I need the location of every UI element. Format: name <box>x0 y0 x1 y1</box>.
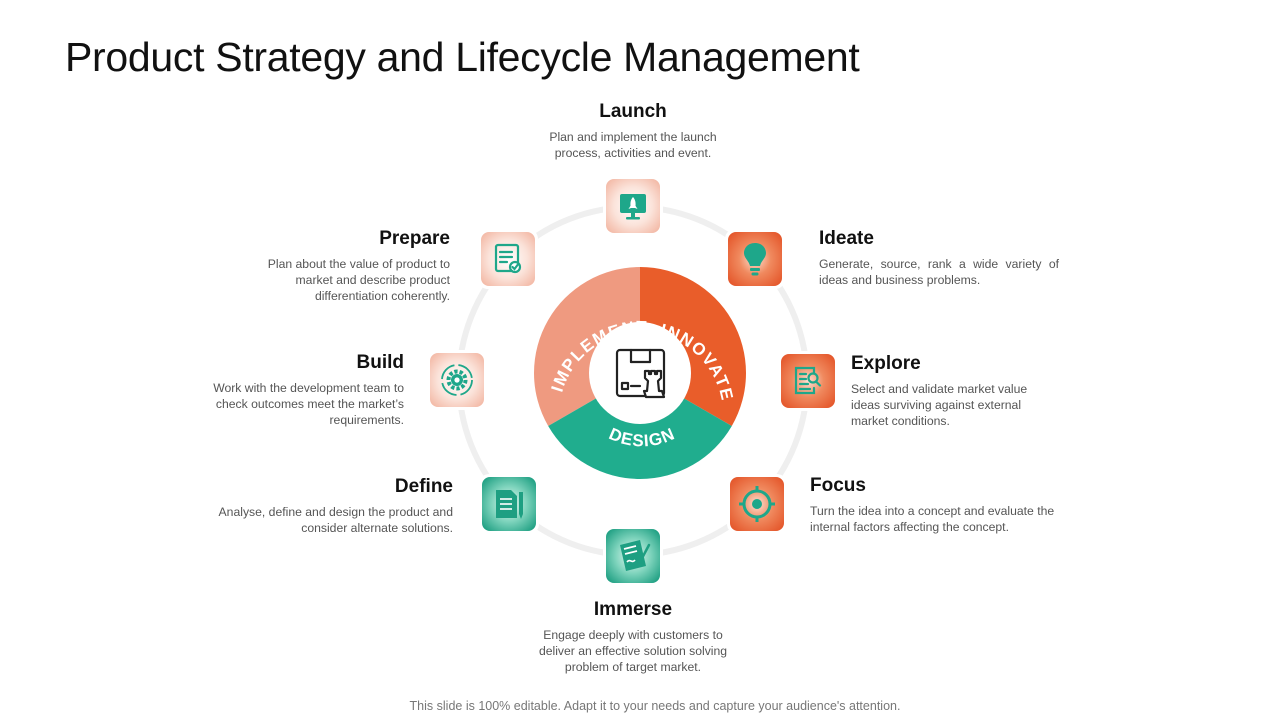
stage-define: Define Analyse, define and design the pr… <box>193 476 453 536</box>
target-icon <box>739 486 775 522</box>
build-icon-tile[interactable] <box>427 350 487 410</box>
gear-cycle-icon <box>441 364 473 396</box>
center-donut <box>533 267 747 480</box>
ideate-icon-tile[interactable] <box>725 229 785 289</box>
stage-focus: Focus Turn the idea into a concept and e… <box>810 475 1060 535</box>
stage-prepare-text: Plan about the value of product to marke… <box>267 257 450 303</box>
stage-ideate-text: Generate, source, rank a wide variety of… <box>819 257 1059 287</box>
immerse-icon-tile[interactable] <box>603 526 663 586</box>
stage-focus-text: Turn the idea into a concept and evaluat… <box>810 504 1055 534</box>
focus-icon-tile[interactable] <box>727 474 787 534</box>
stage-immerse-text: Engage deeply with customers to deliver … <box>538 628 728 674</box>
prepare-icon-tile[interactable] <box>478 229 538 289</box>
stage-launch-text: Plan and implement the launch process, a… <box>549 130 717 160</box>
document-search-icon <box>794 366 822 395</box>
stage-prepare-title: Prepare <box>379 228 450 249</box>
product-box-chess-icon <box>615 348 666 399</box>
stage-ideate-title: Ideate <box>819 228 874 249</box>
signed-document-icon <box>620 540 651 571</box>
stage-explore-text: Select and validate market value ideas s… <box>851 382 1028 428</box>
segment-design <box>548 373 732 480</box>
stage-launch-title: Launch <box>599 101 667 122</box>
footer-note: This slide is 100% editable. Adapt it to… <box>409 699 901 713</box>
lightbulb-icon <box>744 243 766 276</box>
explore-icon-tile[interactable] <box>778 351 838 411</box>
stage-explore: Explore Select and validate market value… <box>851 353 1047 429</box>
checklist-icon <box>494 243 522 274</box>
center-hub <box>589 322 691 424</box>
launch-icon-tile[interactable] <box>603 176 663 236</box>
stage-build-title: Build <box>356 352 405 373</box>
stage-prepare: Prepare Plan about the value of product … <box>250 228 450 304</box>
stage-explore-title: Explore <box>851 353 921 374</box>
stage-launch: Launch Plan and implement the launch pro… <box>513 101 753 161</box>
document-pencil-icon <box>496 490 523 519</box>
stage-immerse: Immerse Engage deeply with customers to … <box>513 599 753 675</box>
rocket-monitor-icon <box>620 194 646 220</box>
stage-define-text: Analyse, define and design the product a… <box>218 505 453 535</box>
define-icon-tile[interactable] <box>479 474 539 534</box>
stage-ideate: Ideate Generate, source, rank a wide var… <box>819 228 1059 288</box>
stage-immerse-title: Immerse <box>593 599 673 620</box>
stage-build: Build Work with the development team to … <box>204 352 404 428</box>
page-title: Product Strategy and Lifecycle Managemen… <box>65 34 860 80</box>
stage-focus-title: Focus <box>810 475 866 496</box>
stage-build-text: Work with the development team to check … <box>213 381 404 427</box>
stage-define-title: Define <box>394 476 453 497</box>
